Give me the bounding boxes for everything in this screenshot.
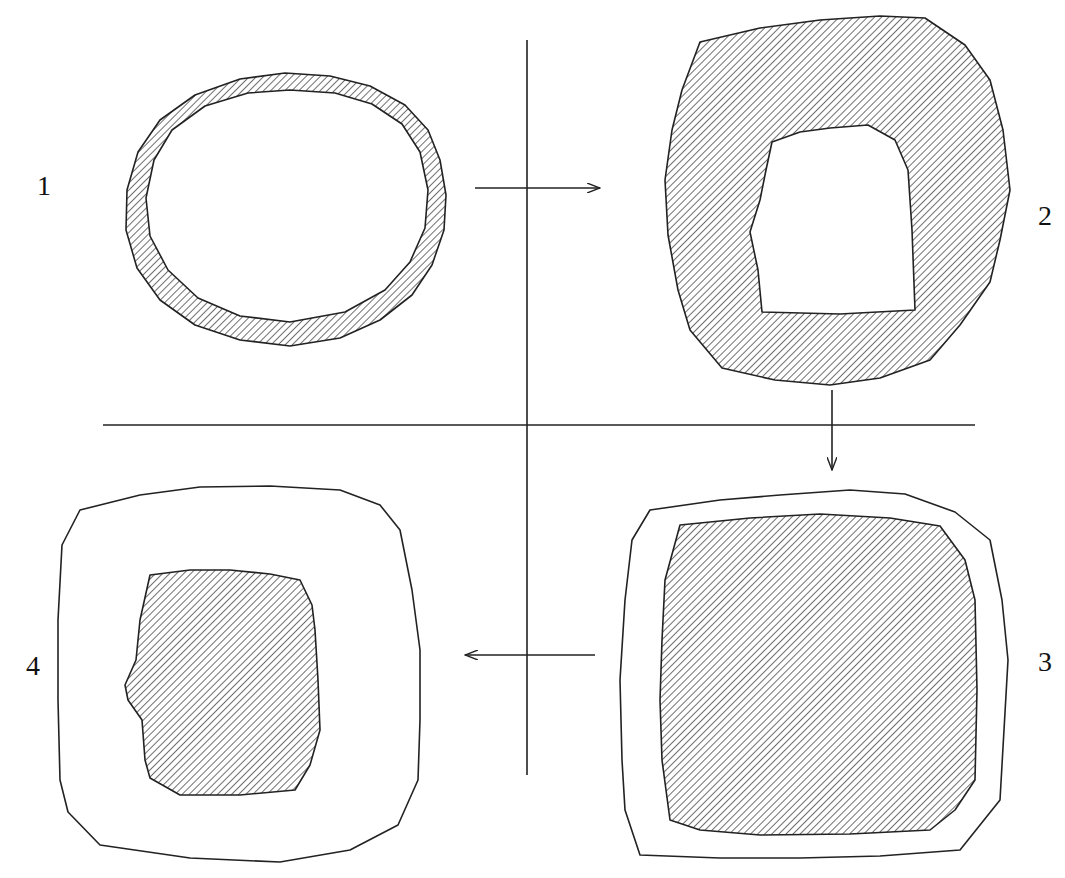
stage-arrow — [475, 187, 600, 189]
stage-arrow — [831, 390, 833, 470]
divider-line — [526, 40, 528, 775]
outer-wall-outline — [620, 490, 1008, 858]
stage-number: 2 — [1036, 202, 1054, 230]
outer-wall-outline — [58, 486, 420, 862]
cell-stage: 4 — [15, 470, 465, 870]
stage-number: 4 — [24, 652, 42, 680]
stage-number: 3 — [1036, 648, 1054, 676]
cell-stage: 2 — [600, 10, 1055, 390]
cell-stage: 1 — [20, 60, 475, 360]
filled-core-shape — [660, 514, 977, 835]
shrunken-core-shape — [125, 570, 320, 795]
divider-line — [103, 424, 975, 426]
stage-arrow — [465, 654, 595, 656]
stage-number: 1 — [35, 172, 53, 200]
thick-wall-shape — [665, 16, 1010, 385]
ring-shape — [126, 73, 446, 346]
cell-stage: 3 — [595, 470, 1055, 870]
